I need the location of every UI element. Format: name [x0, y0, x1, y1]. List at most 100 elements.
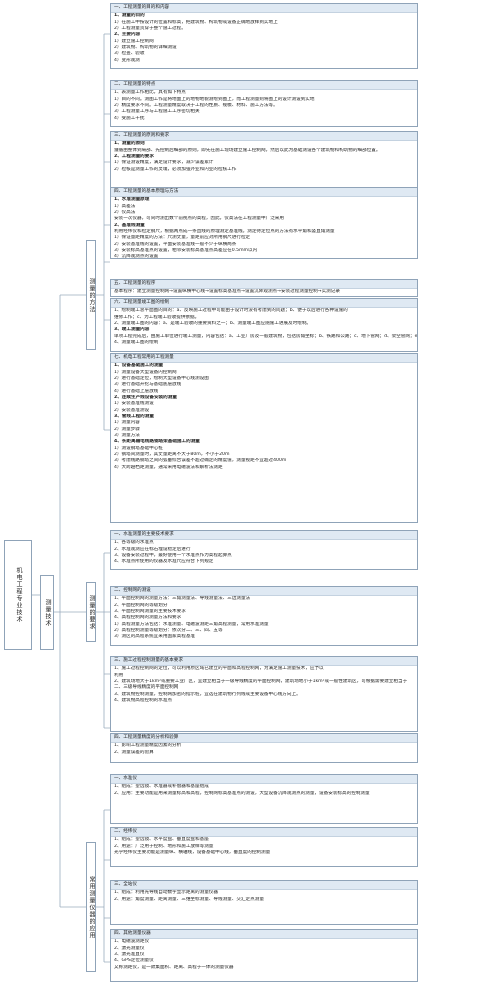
box-line: 1、绘制竣工总平面图的目的：a、反映施工过程中可能由于设计时没有考虑到的问题；b… — [114, 308, 348, 314]
box-line: 1）测量设备大型设备内控制网 — [114, 369, 177, 375]
box-heading: 四、工程测量精度的分析和验算 — [111, 734, 417, 744]
box-line: 4、水准点所使用的仪器及水准尺应符合下列规定 — [114, 559, 214, 565]
box-line: 利用 — [114, 672, 124, 678]
box-line: 1、组成：利用光导线自动数字显示距离的测量仪器 — [114, 890, 218, 896]
box-heading: 二、经纬仪 — [111, 828, 417, 838]
box-line: 1、施工过程控制网的定位，可以利用原区域已建立的平面和高程控制网，为满足施工测量… — [114, 666, 324, 672]
box-line: 2、连续生产线设备安装的测量 — [114, 394, 177, 400]
box-line: 遵循由整体到局部、先控制后细部的原则，即先在施工现场建立施工控制网，然后以此为基… — [114, 147, 381, 153]
box-heading: 四、其他测量仪器 — [111, 930, 417, 940]
box-heading: 三、工程测量的原则和要求 — [111, 132, 417, 142]
box-line: 3、建筑物控制测量，控制网加密的指示桩，宜选在建筑物行列线或主要设备中心线方向上… — [114, 691, 301, 697]
box-line: 1）测设钢塔基础中心桩 — [114, 445, 163, 451]
box-line: 4）沉降观测点的设置 — [114, 254, 159, 259]
box-line: 2、测量误差的验算 — [114, 749, 154, 755]
box-line: 4）大跨越档距测量，通常采用电磁波法和解析法测距 — [114, 464, 223, 470]
box-line: 2）高程控制测量等级划分：依次分二、三、四、五等 — [114, 627, 223, 633]
box-heading: 三、施工过程控制测量的基本要求 — [111, 657, 417, 667]
box-line: 4、测量竣工图的绘制 — [114, 339, 159, 345]
box-line: 1、表测量工作相比，具有如下特点 — [114, 90, 186, 96]
box-line: 3、管线工程的测量 — [114, 413, 154, 419]
box-line: 4）受施工干扰 — [114, 115, 145, 121]
box-heading: 二、工程测量的特点 — [111, 81, 417, 91]
box-line: 1、设备基础施工的测量 — [114, 363, 164, 369]
box-heading: 三、全站仪 — [111, 881, 417, 891]
box-line: 1）在施工中按设计的位置和标高，把建筑物、构筑物或设备正确地放样到实地上 — [114, 19, 278, 25]
box-line: 2、测量竣工图的内容：a、是竣工验收的重要资料之一；b、测量竣工图应随施工进展及… — [114, 320, 312, 326]
box-line: 3、设备安装过程中，最好使用一个水准点作为高程起算点 — [114, 552, 232, 558]
branch-node-measurement-tech[interactable]: 测量技术 — [40, 575, 54, 650]
box-line: 2）测量步骤 — [114, 426, 140, 432]
box-line: 2、用途：角度测量、距离测量、三维坐标测量、导线测量、交汇定点测量 — [114, 896, 264, 902]
box-line: 3）安装标高基准点的设置，相邻安装标高基准点高差应在0.5mm以内 — [114, 247, 258, 253]
box-line: 2）仪高法 — [114, 209, 136, 215]
box-line: 1）保证测设精度，满足设计要求，减少误差累计 — [114, 160, 214, 166]
box-line: 2）钢塔间测量时，其丈量距离不大于80m，不小于20m — [114, 451, 230, 457]
box-line: 1、电磁波测距仪 — [114, 939, 150, 945]
box-line: 1）安装基准线测设 — [114, 401, 154, 407]
group-label: 测量的要求 — [88, 594, 96, 630]
box-line: 3、平面控制网测量的主要技术要求 — [114, 608, 186, 614]
box-heading: 六、工程测量竣工图的绘制 — [111, 299, 417, 309]
box-line: 2）安装基准测设 — [114, 407, 150, 413]
box-line: 1、测量的原则 — [114, 141, 145, 147]
box-line: 2、基准线测量 — [114, 222, 145, 228]
box-line: 2、水准观测应在标石埋设稳定后进行 — [114, 546, 191, 552]
box-line: 3）进行基础开挖与基础底层放线 — [114, 382, 182, 388]
box-line: 2）进行基础定位，绘制大型设备中心线测设图 — [114, 375, 209, 381]
box-line: 2、激光测量仪 — [114, 945, 145, 951]
group-label: 常用测量仪器的应用 — [88, 875, 96, 939]
box-line: 1、平面控制网的测量方法：三角测量法、导线测量法、三边测量法 — [114, 596, 251, 602]
box-line: 安装一次仪器，可同时测出数个前视点的高程，因此，仪高法在工程测量中广泛采用 — [114, 216, 284, 222]
box-line: 光学经纬仪主要功能是测量纵、横轴线，设备基础中心线，垂直度的控制测量 — [114, 849, 271, 855]
box-line: 2、建筑场地大于1km²或重要工业厂区，宜建立相当于一级导线精度的平面控制网，建… — [114, 678, 408, 691]
box-heading: 四、工程测量的基本原理与方法 — [111, 188, 417, 198]
box-line: 2、用途：广泛用于控制、地形和施工放样等测量 — [114, 843, 214, 849]
box-heading: 一、水准测量的主要技术要求 — [111, 531, 417, 541]
group-node-instruments[interactable]: 常用测量仪器的应用 — [86, 842, 96, 972]
box-heading: 一、水准仪 — [111, 775, 417, 785]
box-line: 2）精度要求不同。工程测量精度取决于工程的性质、规模、材料、施工方法等。 — [114, 102, 278, 108]
box-line: 2）建筑物、构筑物的详细测设 — [114, 44, 177, 50]
box-line: 又称测距仪，是一款集面积、距离、高程于一体的测量仪器 — [114, 964, 234, 970]
box-line: 3）测区的高程系统宜采用国家高程基准 — [114, 634, 196, 640]
box-heading: 一、工程测量的目的和内容 — [111, 4, 417, 14]
box-line: 4、长距离输电线路钢塔架基础施工的测量 — [114, 439, 200, 445]
group-node-methods[interactable]: 测量的方法 — [86, 240, 96, 350]
box-line: 2、平面控制网的等级划分 — [114, 602, 168, 608]
box-line: 1、水准测量原理 — [114, 197, 150, 203]
box-line: 3、激光准直仪 — [114, 951, 145, 957]
box-line: 1、组成：望远镜、水准器或补偿器和基座组成 — [114, 784, 209, 790]
box-line: 基本程序：建立测量控制网→设置纵横中心线→设置标高基准点→设置沉降观测点→安装过… — [114, 289, 340, 295]
box-line: 1、各等级的水准点 — [114, 540, 154, 546]
group-label: 测量的方法 — [88, 277, 96, 313]
box-line: 4、GPS定位测量仪 — [114, 958, 154, 964]
box-line: 4）进行基础上层放线 — [114, 388, 159, 394]
box-line: 1、组成：望远镜、水平度盘、垂直度盘和基座 — [114, 837, 209, 843]
root-label: 机电工程专业技术 — [15, 567, 23, 623]
root-node[interactable]: 机电工程专业技术 — [4, 540, 32, 650]
box-line: 4、建筑物高程控制的水准点 — [114, 697, 173, 703]
box-line: 2、主要内容 — [114, 32, 141, 38]
box-heading: 七、机电工程常用的工程测量 — [111, 354, 417, 364]
box-line: 1）保证量距精度的方法：尺测丈量，量距前应对所用钢尺进行检定 — [114, 235, 251, 241]
box-line: 2）安装基准线的设置，平面安装基准线一般不少于纵横两条 — [114, 241, 237, 247]
group-node-requirements[interactable]: 测量的要求 — [86, 582, 96, 642]
box-line: 4）变形观测 — [114, 57, 140, 63]
topic-box[interactable]: 五、工程测量的程序基本程序：建立测量控制网→设置纵横中心线→设置标高基准点→设置… — [110, 279, 418, 297]
